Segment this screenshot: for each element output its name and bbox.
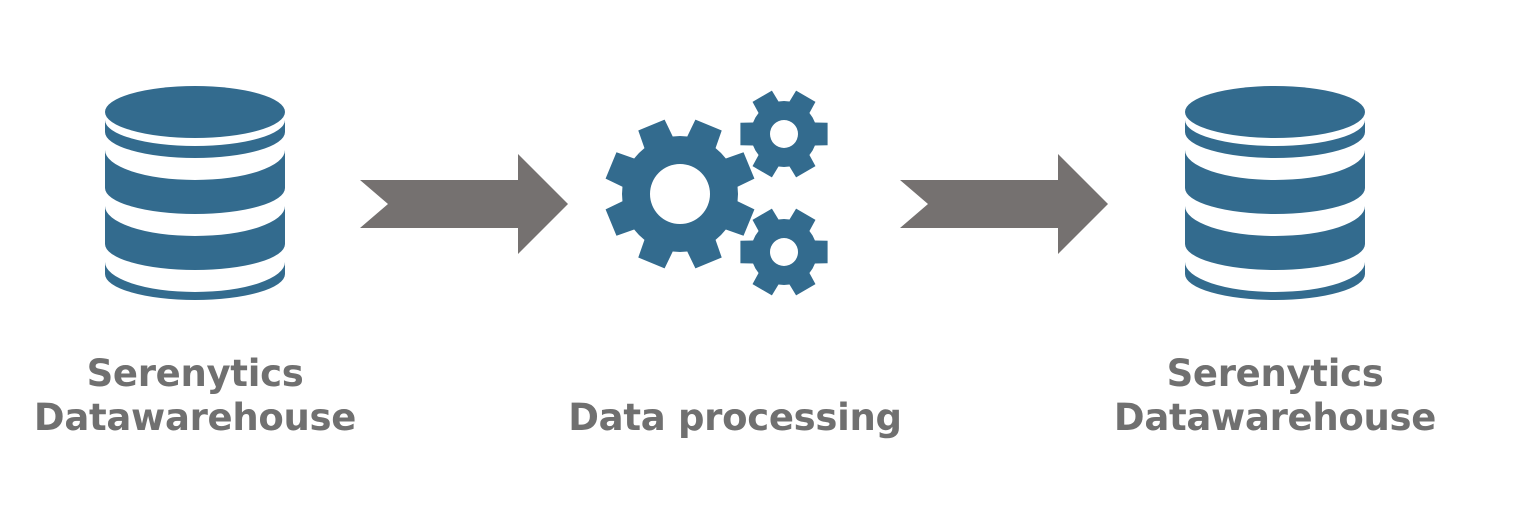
- arrow-right-icon: [360, 154, 568, 254]
- arrow-right-icon: [900, 154, 1108, 254]
- gears-icon: [605, 90, 828, 296]
- database-icon: [105, 86, 285, 300]
- label-line: Data processing: [568, 396, 902, 439]
- node-label-data-processing: Data processing: [530, 396, 940, 440]
- label-line: Serenytics: [86, 352, 304, 395]
- label-line: Datawarehouse: [1113, 396, 1437, 439]
- database-icon: [1185, 86, 1365, 300]
- node-label-target-datawarehouse: Serenytics Datawarehouse: [1090, 352, 1460, 440]
- label-line: Datawarehouse: [33, 396, 357, 439]
- label-line: Serenytics: [1166, 352, 1384, 395]
- node-label-source-datawarehouse: Serenytics Datawarehouse: [10, 352, 380, 440]
